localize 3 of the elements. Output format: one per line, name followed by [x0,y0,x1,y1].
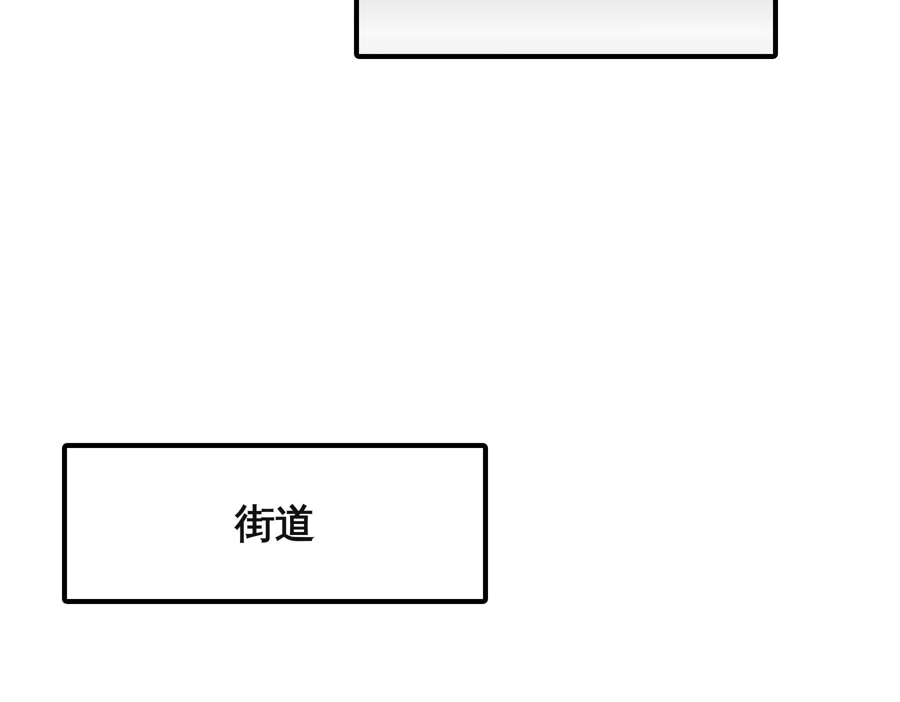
panel-frame [354,0,778,59]
caption-box [62,443,488,604]
location-caption: 街道 [235,499,315,549]
